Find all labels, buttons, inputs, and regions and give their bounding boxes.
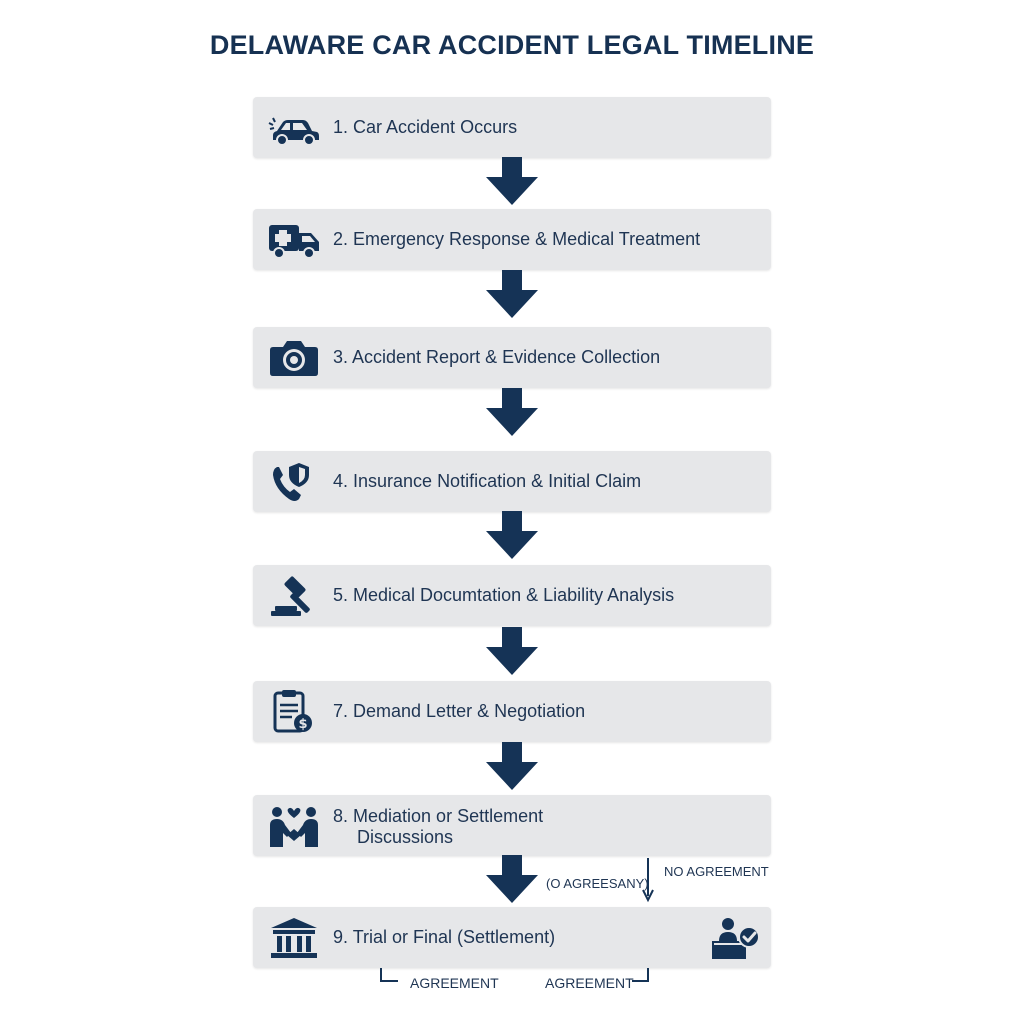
branch-left-label: (O AGREESANY): [546, 876, 649, 891]
arrow-down-icon: [486, 511, 538, 559]
step-4-label: 4. Insurance Notification & Initial Clai…: [333, 471, 642, 491]
clipboard-dollar-icon: $: [267, 689, 321, 735]
no-agreement-arrowhead: [642, 889, 654, 903]
arrow-down-icon: [486, 388, 538, 436]
step-7-box: $ 7. Demand Letter & Negotiation: [253, 681, 771, 742]
car-icon: [267, 105, 321, 151]
step-5-box: 5. Medical Documtation & Liability Analy…: [253, 565, 771, 626]
step-8-box: 8. Mediation or Settlement Discussions: [253, 795, 771, 856]
agreement-right-bracket: [632, 968, 649, 982]
courthouse-icon: [267, 915, 321, 961]
step-4-box: 4. Insurance Notification & Initial Clai…: [253, 451, 771, 512]
diagram-title: DELAWARE CAR ACCIDENT LEGAL TIMELINE: [209, 30, 815, 60]
step-1-label: 1. Car Accident Occurs: [333, 117, 518, 137]
agreement-left-label: AGREEMENT: [410, 975, 499, 991]
phone-shield-icon: [267, 459, 321, 505]
step-1-box: 1. Car Accident Occurs: [253, 97, 771, 158]
step-8-label: 8. Mediation or Settlement Discussions: [333, 806, 543, 848]
arrow-down-icon: [486, 157, 538, 205]
step-8-label-line1: 8. Mediation or Settlement: [333, 806, 544, 826]
step-8-label-line2: Discussions: [357, 827, 454, 847]
ambulance-icon: [267, 217, 321, 263]
step-2-box: 2. Emergency Response & Medical Treatmen…: [253, 209, 771, 270]
svg-text:$: $: [298, 717, 307, 732]
step-3-box: 3. Accident Report & Evidence Collection: [253, 327, 771, 388]
branch-right-label: NO AGREEMENT: [664, 864, 769, 879]
step-7-label: 7. Demand Letter & Negotiation: [333, 701, 586, 721]
agreement-left-bracket: [380, 968, 398, 982]
arrow-down-icon: [486, 627, 538, 675]
arrow-down-icon: [486, 855, 538, 903]
camera-icon: [267, 335, 321, 381]
step-9-label: 9. Trial or Final (Settlement): [333, 927, 556, 947]
step-3-label: 3. Accident Report & Evidence Collection: [333, 347, 661, 367]
step-5-label: 5. Medical Documtation & Liability Analy…: [333, 585, 675, 605]
gavel-icon: [267, 573, 321, 619]
judge-check-icon: [709, 913, 763, 961]
step-2-label: 2. Emergency Response & Medical Treatmen…: [333, 229, 701, 249]
step-9-box: 9. Trial or Final (Settlement): [253, 907, 771, 968]
agreement-right-label: AGREEMENT: [545, 975, 634, 991]
arrow-down-icon: [486, 742, 538, 790]
handshake-icon: [267, 803, 321, 849]
arrow-down-icon: [486, 270, 538, 318]
